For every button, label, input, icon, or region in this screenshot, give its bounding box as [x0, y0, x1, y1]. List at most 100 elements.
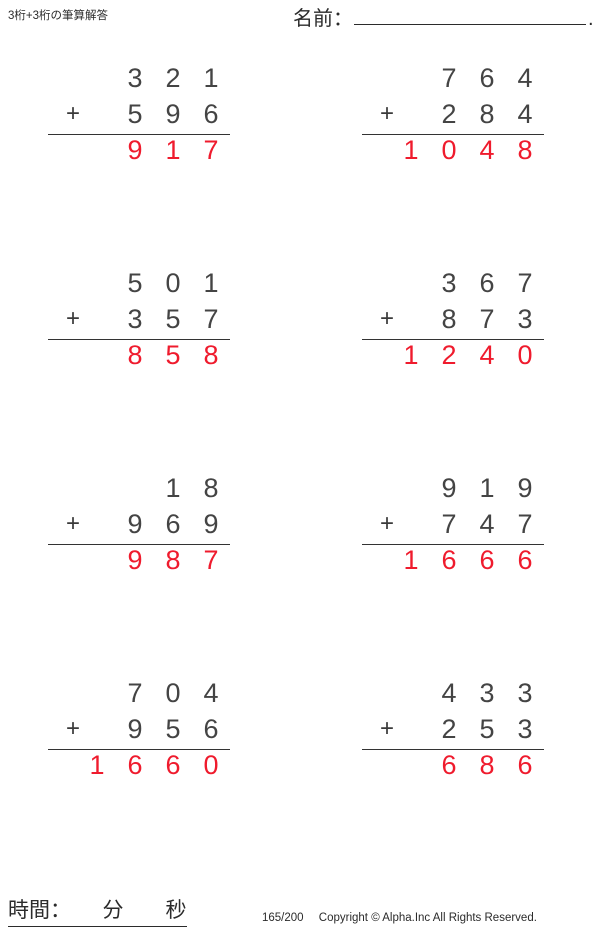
answer-row: 8 5 8 [78, 337, 230, 373]
calculation-stack: 3 2 1 5 9 6 9 1 7 [78, 60, 230, 168]
operand-bottom: 9 5 6 [78, 711, 230, 747]
operand-top: 3 6 7 [392, 265, 544, 301]
calculation-stack: 7 0 4 9 5 6 1 6 6 0 [78, 675, 230, 783]
operator-plus: + [379, 100, 394, 127]
operand-top: 9 1 9 [392, 470, 544, 506]
digit: 5 [127, 99, 143, 129]
answer-digit: 6 [127, 750, 143, 780]
answer-digit: 6 [441, 545, 457, 575]
answer-digit: 6 [517, 545, 533, 575]
answer-digit: 0 [441, 135, 457, 165]
digit: 5 [165, 714, 181, 744]
digit: 9 [127, 509, 143, 539]
digit: 6 [203, 99, 219, 129]
problem-row: + 3 2 1 5 9 6 9 1 [0, 60, 600, 265]
problem-8: + 4 3 3 2 5 3 6 8 [322, 675, 562, 795]
operator-plus: + [379, 715, 394, 742]
problem-2: + 7 6 4 2 8 4 1 0 4 [322, 60, 562, 180]
operand-top: 4 3 3 [392, 675, 544, 711]
name-input-blank[interactable] [354, 4, 586, 25]
calculation-rule [48, 339, 230, 340]
digit: 7 [203, 304, 219, 334]
problem-row: + 1 8 9 6 9 9 8 7 [0, 470, 600, 675]
answer-digit: 9 [127, 135, 143, 165]
footer-meta: 165/200 Copyright © Alpha.Inc All Rights… [262, 912, 537, 924]
answer-digit: 6 [165, 750, 181, 780]
answer-digit: 8 [479, 750, 495, 780]
digit: 5 [127, 268, 143, 298]
answer-row: 1 6 6 6 [392, 542, 544, 578]
page-header: 3桁+3桁の筆算解答 名前： . [0, 0, 600, 44]
digit: 9 [127, 714, 143, 744]
operator-plus: + [65, 510, 80, 537]
name-trailing-period: . [588, 8, 594, 30]
answer-row: 1 6 6 0 [78, 747, 230, 783]
answer-digit: 1 [403, 545, 419, 575]
digit: 9 [441, 473, 457, 503]
page-title: 3桁+3桁の筆算解答 [8, 10, 109, 22]
answer-digit: 6 [479, 545, 495, 575]
digit: 3 [127, 304, 143, 334]
answer-digit: 1 [403, 135, 419, 165]
digit: 0 [165, 678, 181, 708]
digit: 9 [517, 473, 533, 503]
calculation-stack: 4 3 3 2 5 3 6 8 6 [392, 675, 544, 783]
digit: 8 [203, 473, 219, 503]
operand-top: 1 8 [78, 470, 230, 506]
operator-plus: + [65, 715, 80, 742]
page-footer: 時間： 分 秒 165/200 Copyright © Alpha.Inc Al… [0, 890, 600, 938]
operand-top: 7 6 4 [392, 60, 544, 96]
name-label: 名前： [293, 8, 353, 30]
digit: 1 [479, 473, 495, 503]
operand-bottom: 5 9 6 [78, 96, 230, 132]
digit: 3 [127, 63, 143, 93]
digit: 4 [479, 509, 495, 539]
calculation-rule [48, 544, 230, 545]
digit: 6 [479, 268, 495, 298]
answer-digit: 7 [203, 135, 219, 165]
digit: 4 [517, 99, 533, 129]
copyright-text: Copyright © Alpha.Inc All Rights Reserve… [318, 912, 537, 924]
problem-7: + 7 0 4 9 5 6 1 6 6 [8, 675, 248, 795]
page-number: 165/200 [262, 912, 304, 924]
digit: 7 [517, 509, 533, 539]
operand-bottom: 2 8 4 [392, 96, 544, 132]
digit: 7 [441, 509, 457, 539]
calculation-stack: 7 6 4 2 8 4 1 0 4 8 [392, 60, 544, 168]
digit: 8 [479, 99, 495, 129]
digit: 6 [479, 63, 495, 93]
operator-plus: + [379, 510, 394, 537]
name-field: 名前： . [293, 2, 594, 31]
answer-row: 1 2 4 0 [392, 337, 544, 373]
answer-digit: 1 [89, 750, 105, 780]
answer-digit: 7 [203, 545, 219, 575]
digit: 7 [127, 678, 143, 708]
calculation-rule [362, 134, 544, 135]
operand-top: 5 0 1 [78, 265, 230, 301]
answer-digit: 2 [441, 340, 457, 370]
digit: 2 [165, 63, 181, 93]
answer-digit: 4 [479, 340, 495, 370]
problem-4: + 3 6 7 8 7 3 1 2 4 [322, 265, 562, 385]
answer-digit: 8 [203, 340, 219, 370]
answer-digit: 1 [403, 340, 419, 370]
digit: 7 [441, 63, 457, 93]
digit: 2 [441, 99, 457, 129]
digit: 3 [517, 678, 533, 708]
calculation-stack: 1 8 9 6 9 9 8 7 [78, 470, 230, 578]
problem-5: + 1 8 9 6 9 9 8 7 [8, 470, 248, 590]
digit: 2 [441, 714, 457, 744]
answer-digit: 4 [479, 135, 495, 165]
operand-bottom: 9 6 9 [78, 506, 230, 542]
problem-6: + 9 1 9 7 4 7 1 6 6 [322, 470, 562, 590]
operator-plus: + [379, 305, 394, 332]
digit: 3 [479, 678, 495, 708]
answer-digit: 6 [441, 750, 457, 780]
answer-digit: 1 [165, 135, 181, 165]
digit: 5 [479, 714, 495, 744]
operand-top: 7 0 4 [78, 675, 230, 711]
time-field[interactable]: 時間： 分 秒 [8, 898, 187, 927]
operator-plus: + [65, 100, 80, 127]
calculation-rule [48, 134, 230, 135]
operand-bottom: 8 7 3 [392, 301, 544, 337]
